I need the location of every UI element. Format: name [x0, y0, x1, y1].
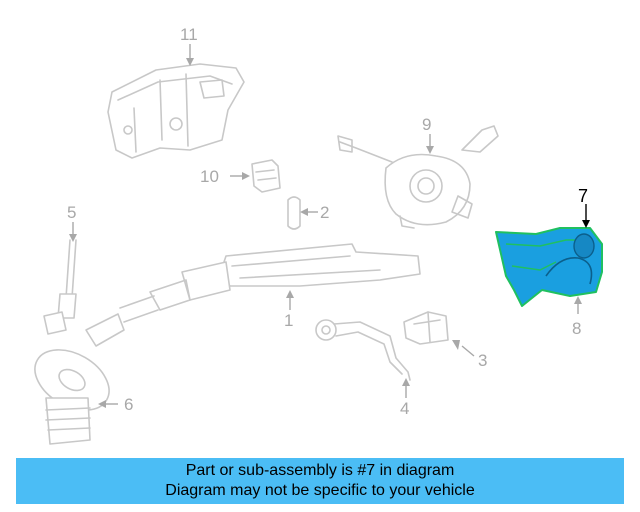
part-10-switch[interactable] — [251, 159, 281, 193]
part-9-clockspring[interactable] — [337, 125, 499, 229]
part-6-boot[interactable] — [24, 337, 119, 445]
arrow-3 — [452, 340, 460, 350]
part-1-column[interactable] — [85, 243, 421, 347]
banner-line-1: Part or sub-assembly is #7 in diagram — [185, 462, 455, 479]
part-11-module[interactable] — [107, 63, 245, 159]
leader-3 — [461, 345, 475, 357]
callout-7: 7 — [578, 186, 588, 206]
arrow-4 — [402, 378, 410, 386]
callout-6: 6 — [124, 395, 133, 414]
info-banner: Part or sub-assembly is #7 in diagram Di… — [16, 458, 624, 504]
part-4-lever[interactable] — [315, 319, 411, 381]
arrow-8 — [574, 296, 582, 304]
arrow-5 — [69, 234, 77, 242]
arrow-7 — [582, 220, 590, 228]
part-2-pin[interactable] — [287, 196, 301, 230]
arrow-9 — [426, 146, 434, 154]
arrow-2 — [300, 208, 308, 216]
callout-5: 5 — [67, 203, 76, 222]
callout-4: 4 — [400, 399, 409, 418]
callout-2: 2 — [320, 203, 329, 222]
callout-11: 11 — [180, 25, 198, 44]
part-5-shaft[interactable] — [43, 239, 77, 335]
part-3-bracket[interactable] — [403, 311, 449, 345]
callout-1: 1 — [284, 311, 293, 330]
callout-10: 10 — [200, 167, 219, 186]
banner-line-2: Diagram may not be specific to your vehi… — [165, 482, 475, 499]
callout-9: 9 — [422, 115, 431, 134]
arrow-6 — [98, 400, 106, 408]
callout-8: 8 — [572, 319, 581, 338]
arrow-11 — [186, 58, 194, 66]
arrow-1 — [286, 290, 294, 298]
callout-3: 3 — [478, 351, 487, 370]
arrow-10 — [242, 172, 250, 180]
part-7-shroud-highlighted[interactable] — [495, 227, 603, 307]
